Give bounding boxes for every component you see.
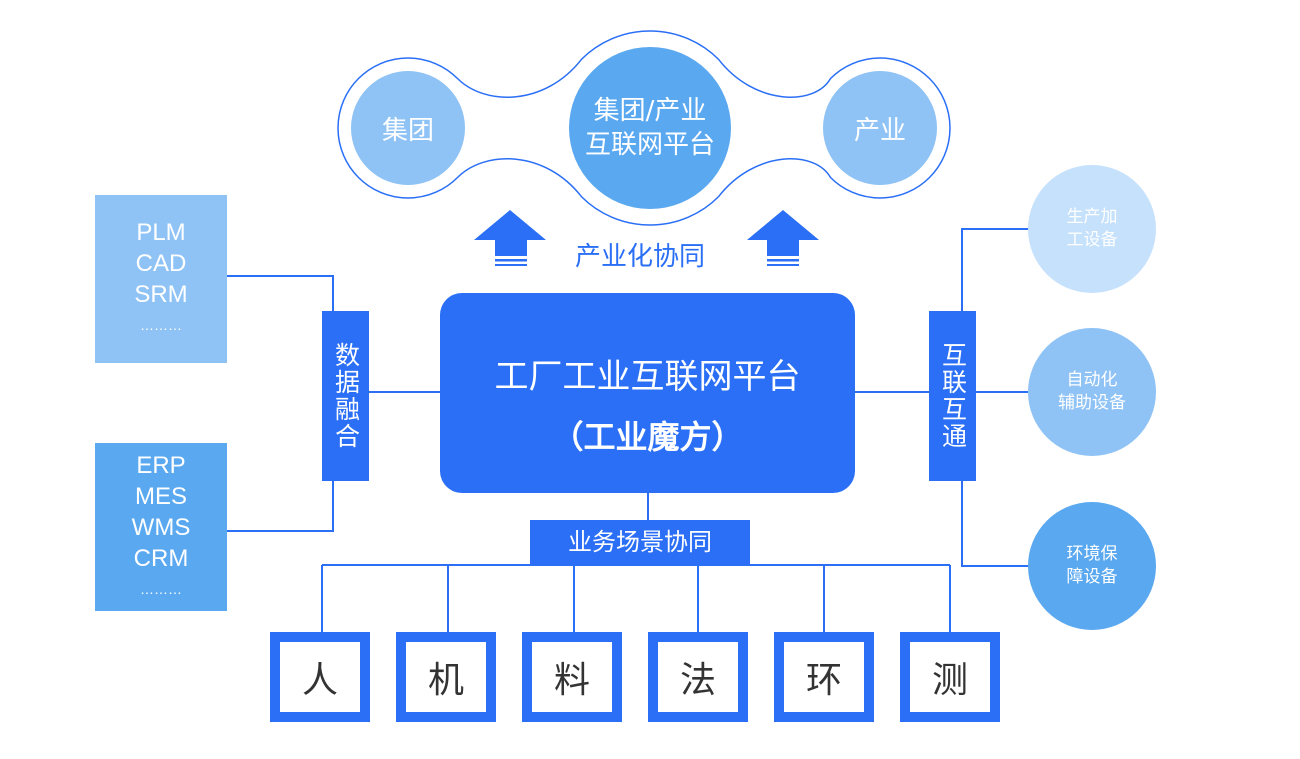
factor-box-people: 人 [270,632,370,722]
line-right-label-to-circle3 [961,481,1030,567]
factor-box-environment: 环 [774,632,874,722]
top-platform-outline [337,30,951,226]
factor-box-machine: 机 [396,632,496,722]
auxiliary-equipment-circle: 自动化 辅助设备 [1028,328,1156,456]
interconnect-label: 互联互通 [929,311,976,481]
system-item: MES [134,482,187,510]
environment-equipment-circle: 环境保 障设备 [1028,502,1156,630]
platform-title: 工厂工业互联网平台 [494,357,801,397]
system-item: CRM [133,544,189,572]
design-systems-box: PLM CAD SRM ……… [95,195,227,363]
system-item: CAD [135,250,187,277]
system-item: ……… [140,580,182,597]
group-circle: 集团 [351,71,465,185]
system-item: ……… [140,317,182,333]
line-plm-to-label [227,275,334,311]
factory-platform-box: 工厂工业互联网平台 （工业魔方） [440,293,855,493]
line-erp-to-label [227,481,334,532]
factor-box-material: 料 [522,632,622,722]
industrial-collab-label: 产业化协同 [574,242,705,272]
production-equipment-circle: 生产加 工设备 [1028,165,1156,293]
data-fusion-label: 数据融合 [322,311,369,481]
operations-systems-box: ERP MES WMS CRM ……… [95,443,227,611]
system-item: PLM [136,219,186,246]
line-right-label-to-circle1 [961,228,1030,311]
system-item: WMS [131,513,191,541]
business-collab-label: 业务场景协同 [530,520,750,564]
factor-box-method: 法 [648,632,748,722]
up-arrow-icon [747,210,819,266]
industry-circle: 产业 [823,71,937,185]
up-arrow-icon [474,210,546,266]
system-item: SRM [134,281,188,308]
system-item: ERP [136,451,186,479]
platform-circle: 集团/产业 互联网平台 [569,47,731,209]
factor-box-measurement: 测 [900,632,1000,722]
platform-subtitle: （工业魔方） [551,418,744,456]
